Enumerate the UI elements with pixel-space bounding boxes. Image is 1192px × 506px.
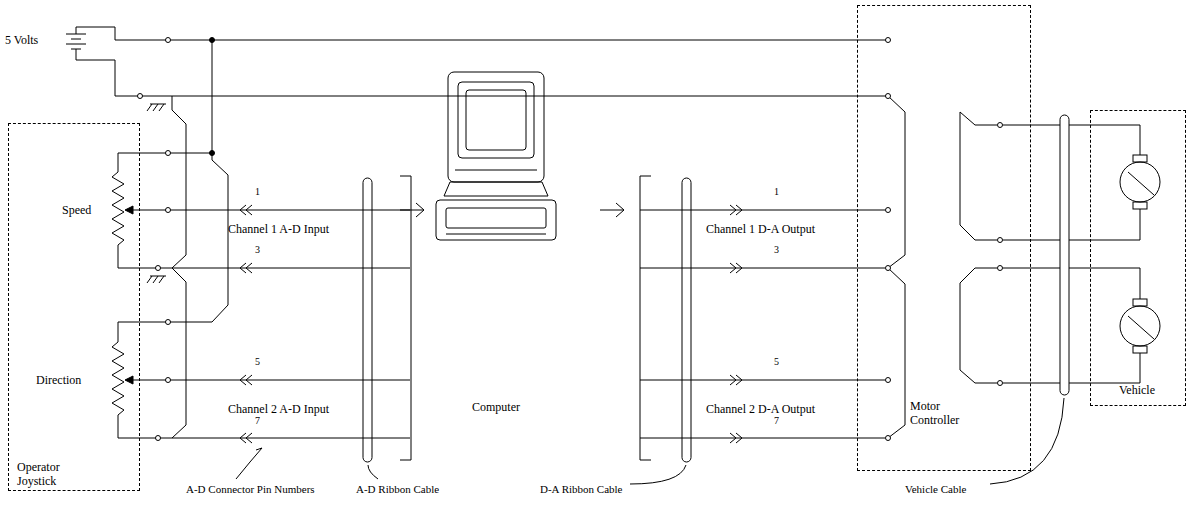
pot-label: Speed xyxy=(62,203,91,217)
box-title: Computer xyxy=(430,400,562,414)
pin-number: 1 xyxy=(255,185,260,199)
channel-label: Channel 2 D-A Output xyxy=(706,402,815,416)
box-title: Vehicle xyxy=(1091,383,1183,397)
flow-arrow xyxy=(400,203,624,217)
wire xyxy=(960,112,997,125)
box-title: Motor Controller xyxy=(910,399,972,427)
supply-wire xyxy=(115,40,888,41)
battery-symbol xyxy=(66,27,115,96)
channel-label: Channel 1 A-D Input xyxy=(228,222,329,236)
joystick-box: Operator Joystick xyxy=(8,123,140,491)
signal-wire xyxy=(172,268,410,269)
callout-label: Vehicle Cable xyxy=(905,482,966,496)
ground-wire xyxy=(888,96,905,268)
signal-wire xyxy=(172,438,410,439)
wire xyxy=(118,268,172,269)
ribbon-cable xyxy=(1060,115,1069,395)
ground-wire xyxy=(172,268,186,438)
ribbon-cable xyxy=(682,178,691,462)
bracket xyxy=(640,176,651,460)
ground-wire xyxy=(115,96,888,97)
controller-box: Motor Controller xyxy=(857,5,1031,471)
signal-wire xyxy=(640,210,885,438)
pin-number: 1 xyxy=(774,185,779,199)
pin-number: 5 xyxy=(255,355,260,369)
wiper-arrow xyxy=(125,376,133,384)
wire xyxy=(118,438,172,439)
supply-wire xyxy=(118,40,228,322)
callout-label: D-A Ribbon Cable xyxy=(540,482,623,496)
resistor-symbol xyxy=(112,153,124,268)
bracket xyxy=(400,176,411,460)
wire xyxy=(960,268,997,383)
pin-number: 7 xyxy=(774,414,779,428)
pin-number: 3 xyxy=(774,243,779,257)
pin-number: 5 xyxy=(774,355,779,369)
pot-label: Direction xyxy=(36,373,81,387)
ground-symbol xyxy=(147,104,166,283)
leader-line xyxy=(236,398,1064,484)
box-title: Operator Joystick xyxy=(17,460,75,488)
channel-label: Channel 2 A-D Input xyxy=(228,402,329,416)
motor-symbol xyxy=(1120,155,1160,353)
callout-label: A-D Connector Pin Numbers xyxy=(186,482,315,496)
callout-label: A-D Ribbon Cable xyxy=(356,482,439,496)
wiper-arrow xyxy=(125,206,133,214)
voltage-label: 5 Volts xyxy=(5,33,38,47)
computer-box: Computer xyxy=(430,70,565,420)
motor-wire xyxy=(1003,125,1140,383)
terminal-circle xyxy=(886,38,1003,441)
computer-icon xyxy=(436,72,556,240)
channel-label: Channel 1 D-A Output xyxy=(706,222,815,236)
ground-wire xyxy=(888,268,905,438)
wire xyxy=(960,112,997,240)
resistor-symbol xyxy=(112,322,124,438)
terminal-circle xyxy=(138,38,171,441)
vehicle-box: Vehicle xyxy=(1090,110,1186,406)
ribbon-cable xyxy=(363,178,372,462)
pin-number: 7 xyxy=(255,414,260,428)
pin-number: 3 xyxy=(255,243,260,257)
ground-wire xyxy=(172,96,186,268)
